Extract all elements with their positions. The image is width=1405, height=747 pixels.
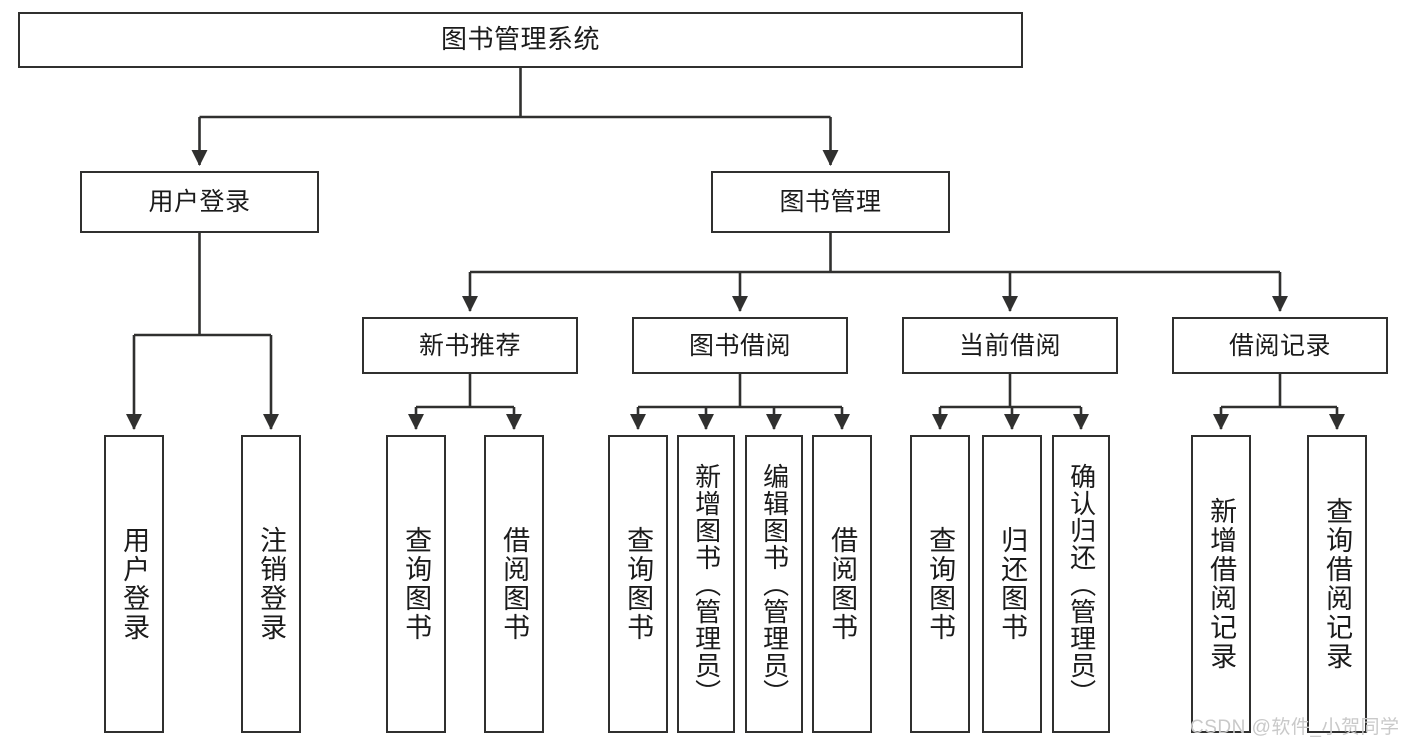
node-book-manage-label: 图书管理 xyxy=(779,188,882,216)
node-rec-query-book[interactable]: 查询图书 xyxy=(386,435,446,733)
node-root-label: 图书管理系统 xyxy=(440,24,600,55)
node-rec-query-record[interactable]: 查询借阅记录 xyxy=(1307,435,1367,733)
node-login-user-login-label: 用户登录 xyxy=(119,526,150,642)
node-new-book-rec[interactable]: 新书推荐 xyxy=(362,317,578,374)
node-rec-query-book-label: 查询图书 xyxy=(401,526,432,642)
node-rec-add-record[interactable]: 新增借阅记录 xyxy=(1191,435,1251,733)
node-login-logout-label: 注销登录 xyxy=(256,526,287,642)
node-borrow-add-book[interactable]: 新增图书（管理员） xyxy=(677,435,735,733)
node-borrow-edit-book-label: 编辑图书（管理员） xyxy=(759,462,790,706)
node-cur-query-book-label: 查询图书 xyxy=(925,526,956,642)
node-cur-confirm-return[interactable]: 确认归还（管理员） xyxy=(1052,435,1110,733)
node-borrow-record-label: 借阅记录 xyxy=(1228,331,1331,360)
node-borrow-query-book-label: 查询图书 xyxy=(623,526,654,642)
node-borrow-lend-book[interactable]: 借阅图书 xyxy=(812,435,872,733)
node-rec-borrow-book-label: 借阅图书 xyxy=(499,526,530,642)
node-book-borrow[interactable]: 图书借阅 xyxy=(632,317,848,374)
node-borrow-query-book[interactable]: 查询图书 xyxy=(608,435,668,733)
node-cur-return-book-label: 归还图书 xyxy=(997,526,1028,642)
node-borrow-add-book-label: 新增图书（管理员） xyxy=(691,462,722,706)
node-rec-query-record-label: 查询借阅记录 xyxy=(1322,497,1353,671)
node-current-borrow-label: 当前借阅 xyxy=(958,331,1061,360)
node-borrow-record[interactable]: 借阅记录 xyxy=(1172,317,1388,374)
node-rec-add-record-label: 新增借阅记录 xyxy=(1206,497,1237,671)
node-login-logout[interactable]: 注销登录 xyxy=(241,435,301,733)
node-user-login-label: 用户登录 xyxy=(148,188,251,216)
node-cur-query-book[interactable]: 查询图书 xyxy=(910,435,970,733)
node-borrow-lend-book-label: 借阅图书 xyxy=(827,526,858,642)
node-cur-confirm-return-label: 确认归还（管理员） xyxy=(1066,462,1097,706)
node-borrow-edit-book[interactable]: 编辑图书（管理员） xyxy=(745,435,803,733)
node-login-user-login[interactable]: 用户登录 xyxy=(104,435,164,733)
node-book-manage[interactable]: 图书管理 xyxy=(711,171,950,233)
node-book-borrow-label: 图书借阅 xyxy=(688,331,791,360)
node-rec-borrow-book[interactable]: 借阅图书 xyxy=(484,435,544,733)
node-user-login[interactable]: 用户登录 xyxy=(80,171,319,233)
node-new-book-rec-label: 新书推荐 xyxy=(418,331,521,360)
node-cur-return-book[interactable]: 归还图书 xyxy=(982,435,1042,733)
node-root[interactable]: 图书管理系统 xyxy=(18,12,1023,68)
node-current-borrow[interactable]: 当前借阅 xyxy=(902,317,1118,374)
